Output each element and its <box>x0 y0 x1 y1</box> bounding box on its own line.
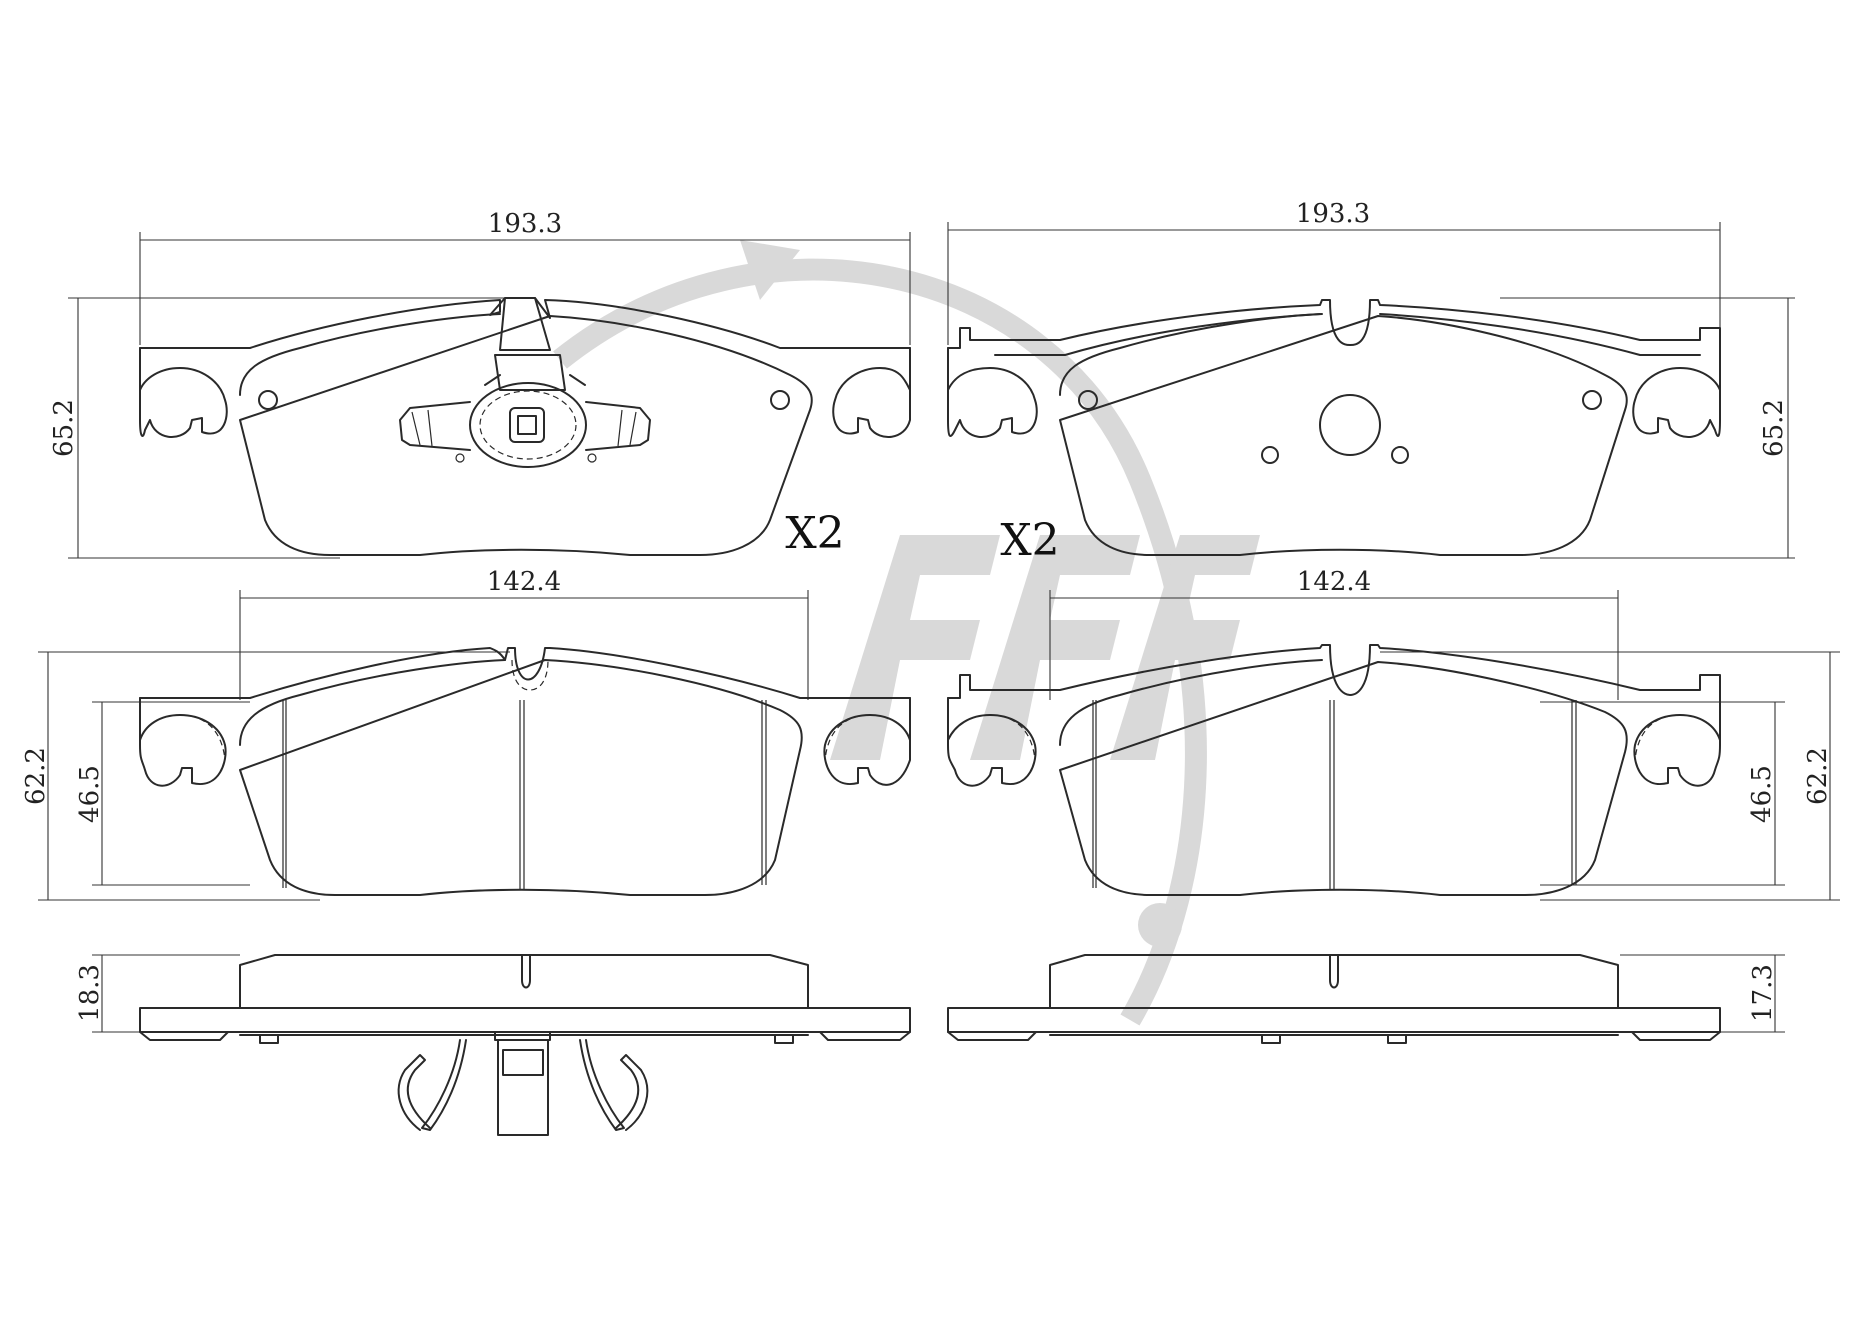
top-right-height-label: 65.2 <box>1759 399 1789 457</box>
middle-right-outer-height-label: 62.2 <box>1803 747 1833 805</box>
middle-right-width-label: 142.4 <box>1297 567 1371 597</box>
bottom-left-thickness-label: 18.3 <box>75 964 105 1022</box>
top-left-width-label: 193.3 <box>488 209 562 239</box>
top-left-quantity-label: X2 <box>785 508 844 559</box>
middle-left-width-label: 142.4 <box>487 567 561 597</box>
top-right-width-label: 193.3 <box>1296 199 1370 229</box>
middle-left-pad-view: 142.4 62.2 46.5 <box>21 567 911 901</box>
bottom-right-side-view: 17.3 <box>947 954 1785 1044</box>
bottom-left-side-view: 18.3 <box>75 954 911 1136</box>
top-right-quantity-label: X2 <box>1000 515 1059 566</box>
middle-left-inner-height-label: 46.5 <box>75 765 105 823</box>
middle-right-pad-view: 142.4 46.5 62.2 <box>947 567 1840 901</box>
top-left-pad-view: 193.3 65.2 <box>49 209 911 559</box>
middle-right-inner-height-label: 46.5 <box>1747 765 1777 823</box>
top-right-pad-view: 193.3 65.2 <box>947 199 1795 559</box>
watermark-logo <box>553 240 1260 1026</box>
bottom-right-thickness-label: 17.3 <box>1748 964 1778 1022</box>
top-left-height-label: 65.2 <box>49 399 79 457</box>
middle-left-outer-height-label: 62.2 <box>21 747 51 805</box>
